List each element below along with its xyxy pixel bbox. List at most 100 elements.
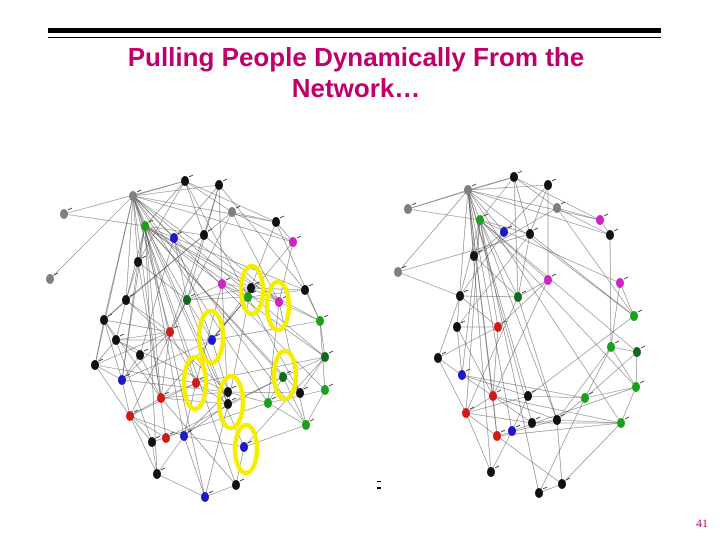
- network-edge: [121, 331, 171, 381]
- node-label-tick: [588, 391, 594, 395]
- node-label-tick: [208, 490, 214, 494]
- network-node: [524, 391, 532, 401]
- highlight-ring: [238, 263, 266, 317]
- network-edge: [610, 346, 638, 353]
- small-mark: [377, 481, 381, 489]
- network-edge: [250, 221, 277, 289]
- network-edge: [151, 441, 158, 475]
- network-edge: [282, 356, 326, 378]
- network-node: [394, 267, 402, 277]
- network-edge: [635, 351, 638, 388]
- node-label-tick: [494, 465, 500, 469]
- network-edge: [129, 415, 153, 443]
- node-label-tick: [254, 281, 260, 285]
- node-label-tick: [501, 320, 507, 324]
- network-edge: [467, 189, 601, 221]
- network-edge: [461, 374, 586, 399]
- network-edge: [459, 219, 481, 297]
- network-edge: [247, 289, 306, 298]
- network-node: [434, 353, 442, 363]
- network-node: [228, 207, 236, 217]
- network-edge: [186, 283, 223, 301]
- node-label-tick: [401, 265, 407, 269]
- network-edge: [144, 225, 301, 394]
- node-label-tick: [222, 178, 228, 182]
- network-edge: [115, 331, 171, 341]
- node-label-tick: [640, 345, 646, 349]
- network-node: [232, 480, 240, 490]
- node-label-tick: [515, 424, 521, 428]
- network-node: [272, 217, 280, 227]
- network-node: [264, 398, 272, 408]
- node-label-tick: [155, 435, 161, 439]
- node-label-tick: [129, 293, 135, 297]
- network-edge: [204, 484, 237, 498]
- network-edge: [492, 395, 558, 421]
- network-node: [181, 176, 189, 186]
- node-label-tick: [141, 255, 147, 259]
- network-edge: [496, 419, 558, 437]
- network-edge: [479, 176, 515, 221]
- network-edge: [465, 412, 533, 424]
- network-edge: [319, 320, 326, 358]
- network-edge: [267, 402, 307, 426]
- network-node: [275, 297, 283, 307]
- network-edge: [584, 386, 637, 399]
- node-label-tick: [164, 391, 170, 395]
- network-edge: [492, 395, 498, 437]
- network-edge: [160, 391, 229, 399]
- network-edge: [129, 415, 167, 439]
- network-edge: [94, 364, 197, 384]
- network-node: [126, 411, 134, 421]
- network-edge: [479, 219, 540, 494]
- node-label-tick: [215, 333, 221, 337]
- node-label-tick: [411, 202, 417, 206]
- node-label-tick: [207, 228, 213, 232]
- network-node: [46, 274, 54, 284]
- network-edge: [610, 346, 637, 388]
- network-edge: [461, 374, 529, 397]
- network-edge: [407, 176, 515, 210]
- network-node: [218, 279, 226, 289]
- network-node: [508, 426, 516, 436]
- node-label-tick: [465, 368, 471, 372]
- network-node: [201, 492, 209, 502]
- network-node: [632, 382, 640, 392]
- network-node: [616, 278, 624, 288]
- network-edge: [160, 331, 171, 399]
- node-label-tick: [143, 348, 149, 352]
- node-label-tick: [53, 272, 59, 276]
- network-edge: [94, 319, 105, 366]
- network-edge: [169, 211, 233, 333]
- network-node: [316, 316, 324, 326]
- network-edge: [144, 225, 205, 236]
- network-edge: [479, 219, 549, 281]
- network-edge: [461, 219, 481, 376]
- network-edge: [397, 189, 469, 273]
- network-edge: [129, 415, 158, 475]
- network-node: [200, 230, 208, 240]
- node-label-tick: [477, 249, 483, 253]
- network-edge: [94, 364, 123, 381]
- network-edge: [156, 435, 185, 475]
- network-edge: [517, 279, 549, 298]
- network-edge: [492, 395, 622, 424]
- node-label-tick: [328, 350, 334, 354]
- network-edge: [132, 195, 171, 333]
- network-edge: [125, 261, 139, 301]
- network-edge: [132, 195, 139, 263]
- title-line-1: Pulling People Dynamically From the: [127, 42, 585, 72]
- network-node: [180, 431, 188, 441]
- network-node: [514, 292, 522, 302]
- title-line-2: Network…: [291, 73, 421, 103]
- network-edge: [619, 282, 635, 317]
- network-node: [122, 295, 130, 305]
- network-edge: [299, 356, 326, 394]
- network-edge: [527, 315, 635, 397]
- network-edge: [132, 195, 280, 303]
- node-label-tick: [603, 213, 609, 217]
- network-edge: [144, 225, 162, 399]
- node-label-tick: [169, 431, 175, 435]
- node-label-tick: [190, 293, 196, 297]
- network-node: [289, 237, 297, 247]
